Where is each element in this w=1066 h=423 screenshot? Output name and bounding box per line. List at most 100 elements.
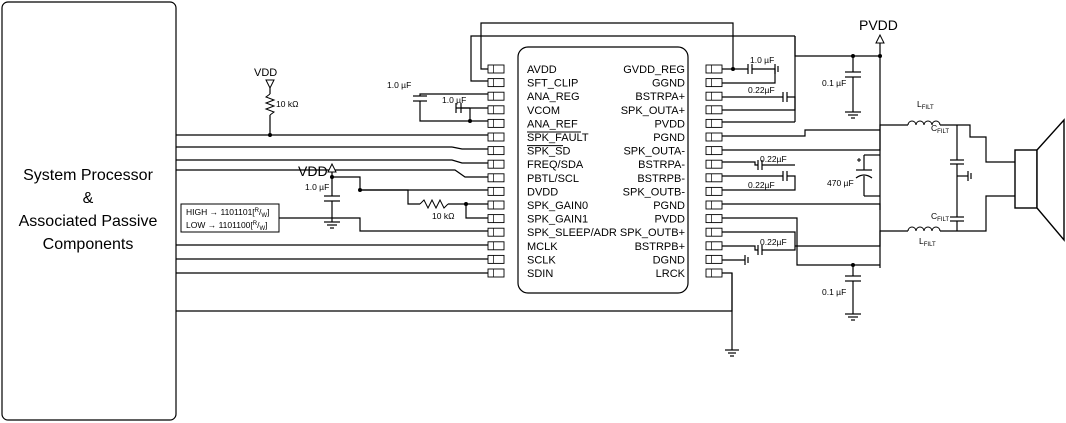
right-pin-terminal <box>705 254 723 264</box>
bstrpa-minus-cap-label: 0.22µF <box>760 154 787 164</box>
left-pin-label: ANA_REG <box>527 91 580 103</box>
left-pin-terminal <box>487 173 505 183</box>
right-pin-label: DGND <box>653 254 685 266</box>
i2c-address-box: HIGH → 1101101[R/W] LOW → 1101100[R/W] <box>180 203 488 233</box>
ic-right-pins: GVDD_REGGGNDBSTRPA+SPK_OUTA+PVDDPGNDSPK_… <box>620 64 723 280</box>
processor-label-line4: Components <box>43 236 134 253</box>
bulk-cap-label: 470 µF <box>827 178 854 188</box>
system-processor-block: System Processor & Associated Passive Co… <box>1 1 177 421</box>
vdd-top-label: VDD <box>254 67 277 79</box>
left-pin-terminal <box>487 91 505 101</box>
cfilt-top-label: CFILT <box>931 123 949 135</box>
bstrpa-plus-cap-label: 0.22µF <box>748 85 775 95</box>
pvdd-arrow <box>875 33 885 44</box>
left-pin-label: SPK_GAIN1 <box>527 214 588 226</box>
right-pin-terminal <box>705 268 723 278</box>
lfilt-top-label: LFILT <box>917 99 934 111</box>
gain-resistor-label: 10 kΩ <box>432 211 454 221</box>
vdd-pullup-network: VDD 10 kΩ <box>254 67 298 137</box>
right-pin-terminal <box>705 146 723 156</box>
right-pin-label: BSTRPA+ <box>635 91 685 103</box>
pvdd-top-cap-label: 0.1 µF <box>822 78 846 88</box>
left-pin-label: VCOM <box>527 105 560 117</box>
junction-dot <box>268 133 272 137</box>
left-pin-terminal <box>487 186 505 196</box>
ana-reg-cap-label: 1.0 µF <box>387 80 411 90</box>
left-pin-terminal <box>487 227 505 237</box>
right-pin-label: BSTRPB+ <box>635 241 685 253</box>
left-pin-terminal <box>487 64 505 74</box>
left-pin-terminal <box>487 118 505 128</box>
vcom-cap-label: 1.0 µF <box>442 95 466 105</box>
cfilt-bottom-label: CFILT <box>931 211 949 223</box>
right-pin-terminal <box>705 227 723 237</box>
bulk-cap: 470 µF <box>827 154 880 197</box>
left-pin-label: ANA_REF <box>527 118 578 130</box>
vdd-mid-label: VDD <box>298 163 328 179</box>
filter-inductor-bottom <box>907 226 941 232</box>
pullup-resistor-label: 10 kΩ <box>276 99 298 109</box>
right-pin-terminal <box>705 173 723 183</box>
right-pin-terminal <box>705 105 723 115</box>
dgnd-connection <box>722 255 749 357</box>
left-pin-terminal <box>487 241 505 251</box>
gvdd-cap-label: 1.0 µF <box>750 55 774 65</box>
dvdd-network: VDD 1.0 µF 10 kΩ <box>298 162 488 229</box>
right-pin-label: PGND <box>653 132 685 144</box>
left-pin-label: SPK_SLEEP/ADR <box>527 227 617 239</box>
right-pin-label: PGND <box>653 200 685 212</box>
right-pin-label: SPK_OUTA- <box>623 146 685 158</box>
address-low-text: LOW → 1101100[R/W] <box>186 220 268 232</box>
right-pin-label: SPK_OUTA+ <box>621 105 685 117</box>
pvdd-bot-cap-label: 0.1 µF <box>822 287 846 297</box>
right-pin-label: PVDD <box>654 118 685 130</box>
left-pin-terminal <box>487 159 505 169</box>
left-pin-terminal <box>487 268 505 278</box>
pullup-resistor <box>264 93 276 116</box>
processor-label-line1: System Processor <box>23 167 153 184</box>
bootstrap-caps: 0.22µF 0.22µF 0.22µF 0.22µF <box>722 85 796 255</box>
dvdd-cap-label: 1.0 µF <box>305 182 329 192</box>
pvdd-rail: PVDD 0.1 µF 0.1 µF <box>722 17 898 321</box>
right-pin-label: GVDD_REG <box>623 64 685 76</box>
bstrpb-minus-cap-label: 0.22µF <box>748 180 775 190</box>
left-pin-label: DVDD <box>527 186 558 198</box>
right-pin-label: BSTRPB- <box>637 173 685 185</box>
right-pin-terminal <box>705 200 723 210</box>
left-pin-label: SPK_SD <box>527 146 570 158</box>
speaker-cone <box>1036 118 1065 242</box>
left-pin-terminal <box>487 146 505 156</box>
right-pin-terminal <box>705 186 723 196</box>
right-pin-terminal <box>705 132 723 142</box>
left-pin-terminal <box>487 200 505 210</box>
bstrpb-plus-cap-label: 0.22µF <box>760 237 787 247</box>
left-pin-label: SPK_FAULT <box>527 132 589 144</box>
pvdd-label: PVDD <box>859 17 898 33</box>
left-pin-label: SCLK <box>527 254 556 266</box>
left-pin-label: SDIN <box>527 268 553 280</box>
left-pin-label: FREQ/SDA <box>527 159 584 171</box>
right-pin-terminal <box>705 118 723 128</box>
gain-resistor <box>419 198 449 210</box>
analog-reference-caps: 1.0 µF 1.0 µF <box>387 80 488 123</box>
right-pin-terminal <box>705 64 723 74</box>
right-pin-label: SPK_OUTB+ <box>620 227 685 239</box>
right-pin-terminal <box>705 159 723 169</box>
right-pin-terminal <box>705 91 723 101</box>
output-filter-speaker: LFILT CFILT LFILT CFILT <box>722 99 1065 248</box>
left-pin-label: AVDD <box>527 64 557 76</box>
left-pin-terminal <box>487 254 505 264</box>
left-pin-label: MCLK <box>527 241 558 253</box>
right-pin-label: PVDD <box>654 214 685 226</box>
filter-inductor-top <box>907 120 941 126</box>
vdd-mid-arrow <box>327 162 337 173</box>
left-pin-terminal <box>487 105 505 115</box>
lfilt-bottom-label: LFILT <box>919 236 936 248</box>
ic-left-pins: AVDDSFT_CLIPANA_REGVCOMANA_REFSPK_FAULTS… <box>487 64 617 280</box>
left-pin-terminal <box>487 78 505 88</box>
right-pin-label: LRCK <box>656 268 686 280</box>
right-pin-label: BSTRPA- <box>638 159 685 171</box>
amplifier-ic-body <box>517 46 689 294</box>
left-pin-label: SPK_GAIN0 <box>527 200 588 212</box>
